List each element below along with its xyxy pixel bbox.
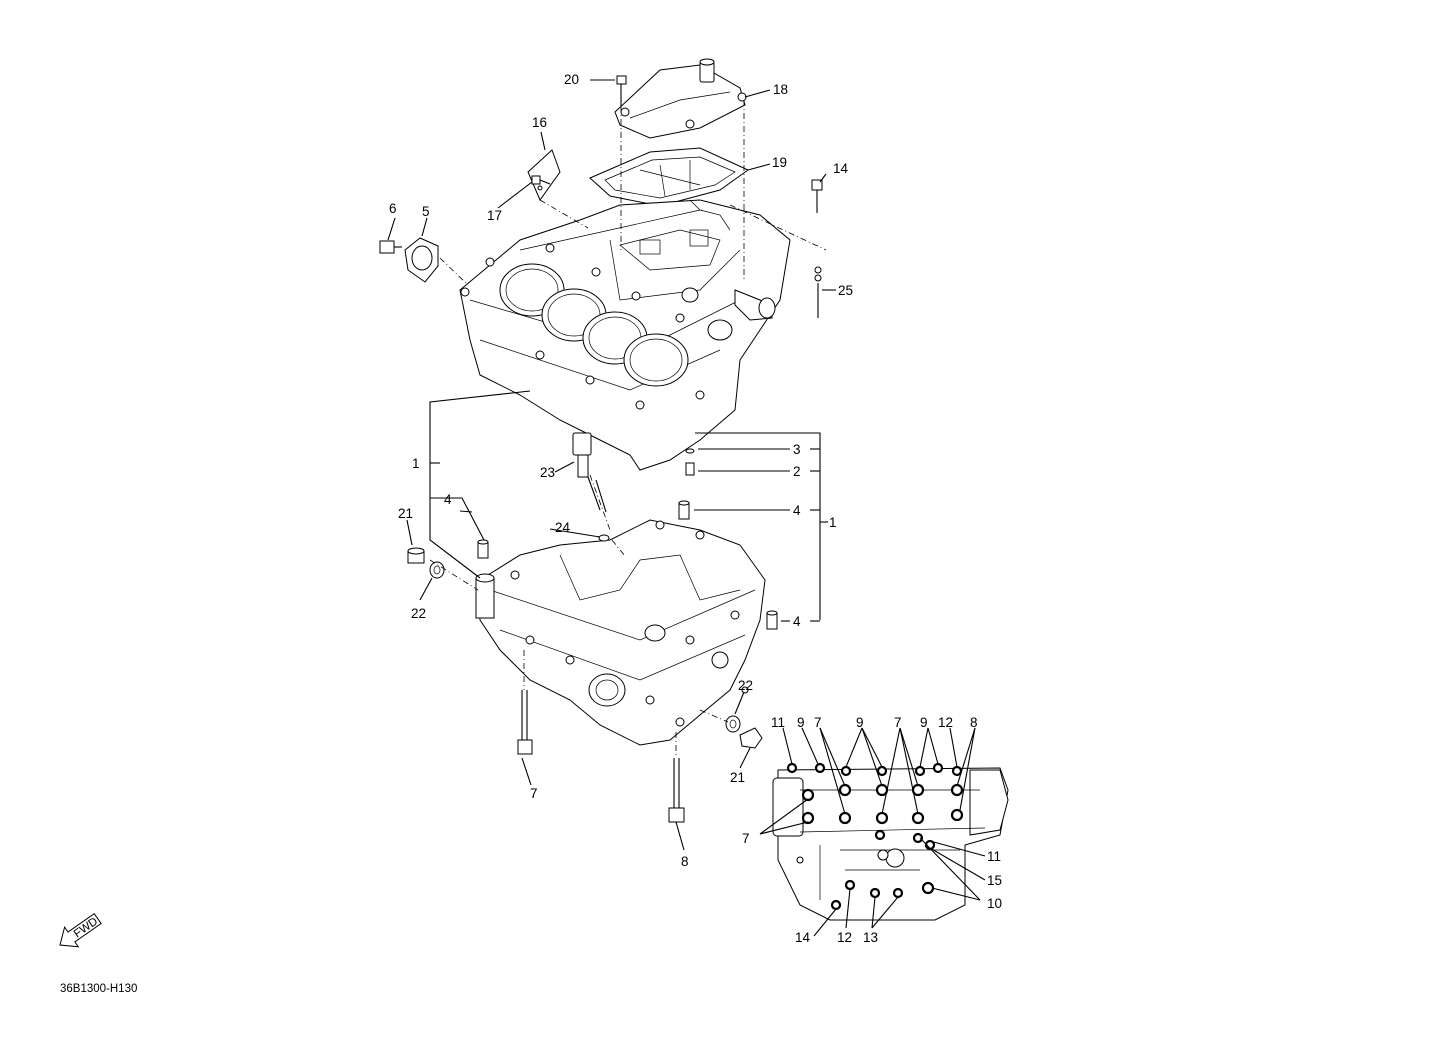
bolt-location-inset	[759, 727, 1009, 937]
part-21-plug-right	[739, 727, 763, 749]
callout-10: 10	[987, 896, 1002, 911]
callout-12-bottom: 12	[837, 930, 852, 945]
callout-23: 23	[540, 465, 555, 480]
callout-21-left: 21	[398, 506, 413, 521]
callout-1-right: 1	[829, 515, 837, 530]
callout-11-top: 11	[771, 715, 785, 730]
callout-7-b: 7	[894, 715, 902, 730]
part-2-jet	[685, 462, 695, 476]
part-7-bolt	[517, 690, 533, 755]
upper-crankcase	[459, 199, 791, 471]
callout-14-bottom: 14	[795, 930, 811, 945]
part-19-gasket	[589, 147, 749, 207]
callout-19: 19	[772, 155, 787, 170]
callout-8-bolt: 8	[681, 854, 689, 869]
callout-21-right: 21	[730, 770, 745, 785]
callout-13: 13	[863, 930, 878, 945]
part-25-pin	[814, 266, 822, 318]
callout-3: 3	[793, 442, 801, 457]
fwd-arrow-icon: FWD	[59, 913, 102, 948]
part-4-dowel-upper-left	[477, 539, 489, 559]
callout-25: 25	[838, 283, 853, 298]
callout-4-center: 4	[793, 503, 801, 518]
callout-20: 20	[564, 72, 579, 87]
callout-labels: 20 18 16 19 14 17 6 5 25 3 1 2 23 4 4 21…	[389, 72, 1002, 945]
callout-6: 6	[389, 201, 397, 216]
callout-7-inset: 7	[742, 831, 750, 846]
callout-4-right: 4	[793, 614, 801, 629]
leader-lines	[387, 79, 836, 851]
part-18-cover	[614, 58, 747, 139]
callout-9-b: 9	[856, 715, 864, 730]
callout-2: 2	[793, 464, 801, 479]
part-5-cover	[404, 237, 439, 283]
part-16-plate	[527, 149, 561, 202]
part-6-bolt	[379, 240, 402, 254]
part-3-o-ring	[685, 448, 695, 454]
callout-16: 16	[532, 115, 547, 130]
part-23-sensor	[572, 432, 607, 513]
lower-crankcase	[475, 519, 766, 746]
callout-22-left: 22	[411, 606, 426, 621]
callout-5: 5	[422, 204, 430, 219]
part-22-washer-right	[725, 715, 741, 733]
callout-1-left: 1	[412, 456, 420, 471]
part-4-dowel-right	[766, 610, 778, 630]
callout-11-right: 11	[987, 849, 1001, 864]
part-20-bolt	[616, 75, 627, 106]
callout-9-a: 9	[797, 715, 805, 730]
callout-14-top: 14	[833, 161, 849, 176]
callout-9-c: 9	[920, 715, 928, 730]
callout-17: 17	[487, 208, 502, 223]
part-22-washer-left	[429, 561, 445, 579]
callout-18: 18	[773, 82, 788, 97]
part-24-o-ring	[598, 534, 610, 542]
part-14-bolt	[811, 179, 823, 213]
callout-7-a: 7	[814, 715, 822, 730]
callout-22-right: 22	[738, 678, 753, 693]
diagram-code: 36B1300-H130	[60, 983, 137, 995]
part-8-bolt	[668, 758, 685, 823]
callout-15: 15	[987, 873, 1002, 888]
callout-4-left: 4	[444, 492, 452, 507]
callout-24: 24	[555, 520, 571, 535]
part-4-dowel-center	[678, 500, 690, 520]
callout-7-bolt: 7	[530, 786, 538, 801]
callout-12-top: 12	[938, 715, 953, 730]
part-17-bolt	[531, 175, 551, 185]
part-21-plug-left	[407, 547, 425, 564]
callout-8-right: 8	[970, 715, 978, 730]
